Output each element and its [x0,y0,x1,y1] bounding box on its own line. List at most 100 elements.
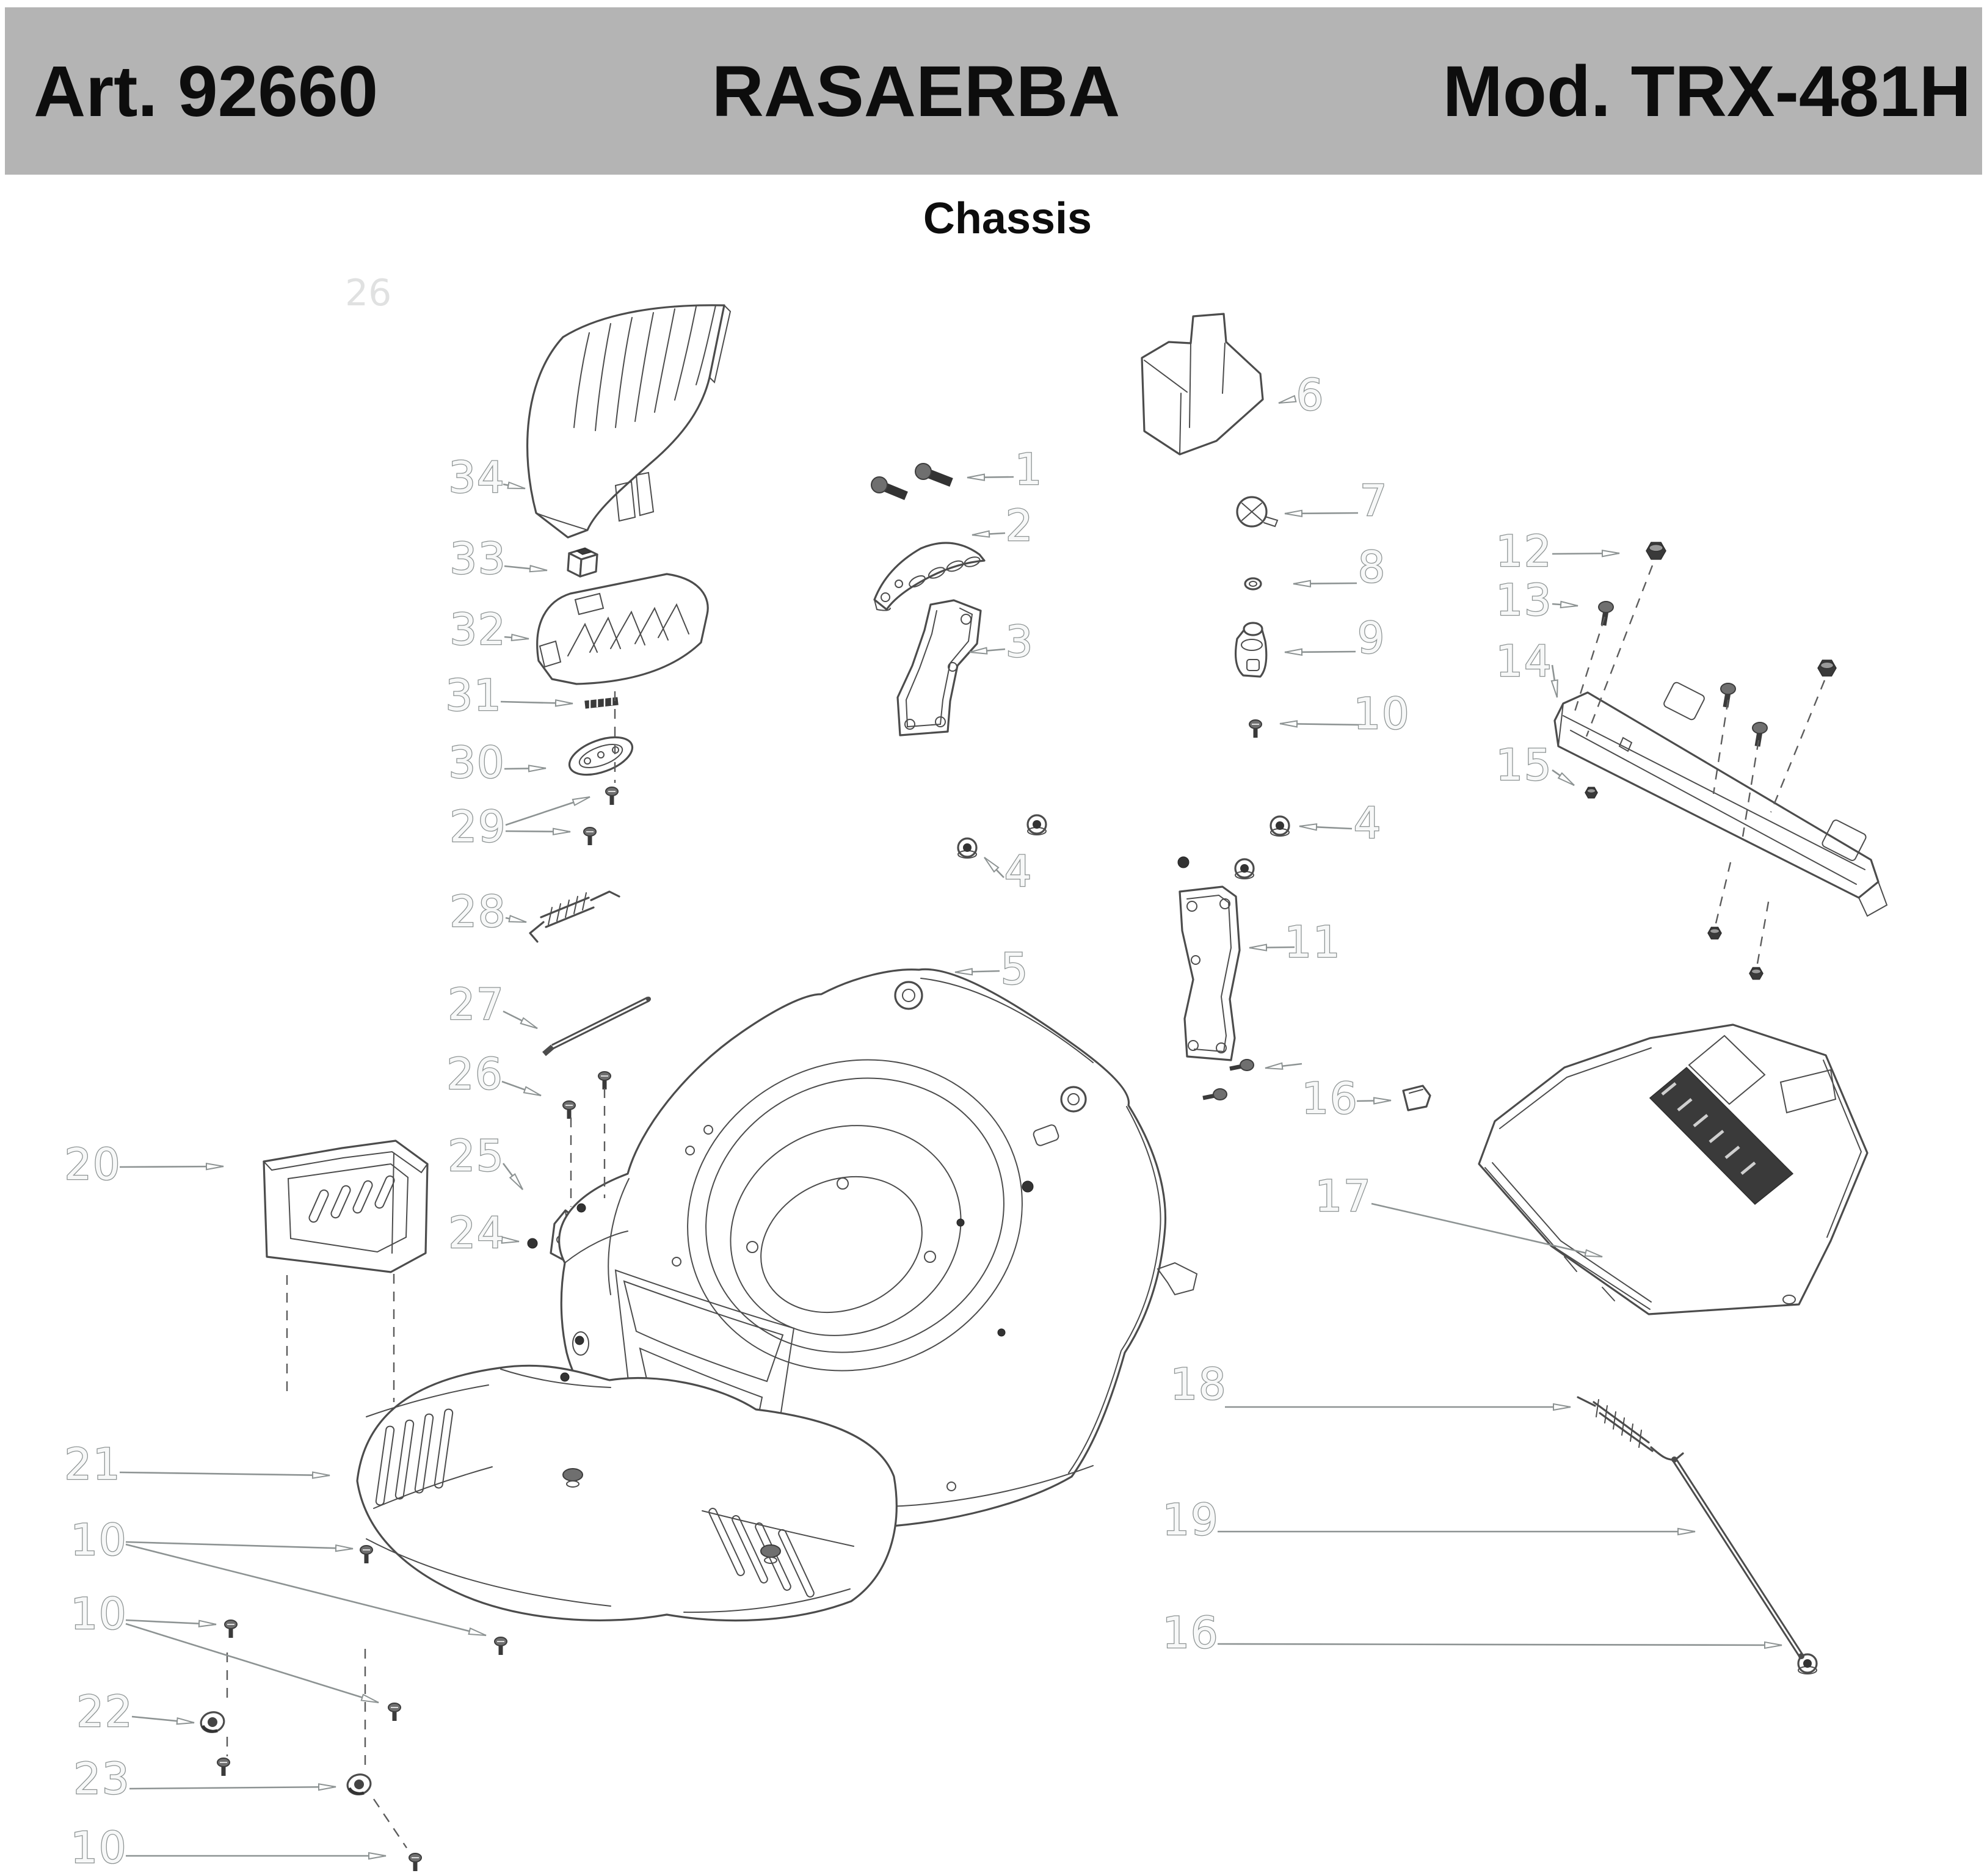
callout-number: 16 [1301,1074,1358,1124]
flange-nut [1270,815,1290,837]
callout-19: 19 [1161,1494,1696,1546]
hex-nut [1707,926,1722,940]
callout-10: 10 [70,1822,387,1874]
part-8-washer [1244,577,1262,591]
callout-10: 10 [70,1588,379,1704]
callout-number: 26 [446,1049,503,1099]
callout-number: 30 [448,738,505,788]
part-28-torsion-spring [529,890,620,943]
callout-number: 16 [1162,1608,1219,1658]
part-19-rod [1671,1456,1804,1659]
callout-number: 10 [70,1589,127,1639]
screw [562,1100,576,1119]
hex-nut [1646,542,1666,560]
header-background [5,7,1982,175]
ghost-label: 26 [345,272,391,314]
callout-17: 17 [1314,1171,1603,1258]
callout-number: 24 [448,1208,505,1258]
model-number: Mod. TRX-481H [1443,51,1971,132]
callout-number: 28 [449,887,506,937]
part-7-wing-knob [1236,496,1279,528]
callout-12: 12 [1495,526,1620,577]
callout-number: 4 [1004,846,1033,896]
part-9-primer-valve [1234,622,1268,678]
drawing-layer [263,304,1888,1659]
hex-nut [1749,967,1764,980]
callout-number: 22 [76,1687,133,1737]
callout-33: 33 [449,533,548,584]
callout-number: 11 [1284,917,1341,967]
flange-nut [1234,858,1255,879]
part-34-upper-deflector [526,304,732,539]
flange-nut [1026,814,1047,835]
part-33-switch [567,547,598,578]
screw [1249,719,1262,738]
part-6-discharge-deflector [1141,313,1264,456]
callout-number: 3 [1006,617,1034,667]
push-nut [1022,1180,1034,1193]
callout-number: 5 [1001,944,1030,994]
projection-dash [373,1798,407,1849]
callout-31: 31 [445,670,573,721]
flange-nut [1797,1653,1818,1674]
push-nut [1177,856,1190,868]
push-nut [997,1328,1006,1337]
callout-29: 29 [449,796,590,853]
part-32-ribbed-cover [536,573,709,685]
screw [494,1637,507,1655]
callout-number: 20 [64,1140,121,1190]
callout-number: 1 [1015,445,1044,495]
callout-number: 4 [1354,798,1382,848]
callout-number: 23 [73,1754,130,1804]
callout-unlabeled [1265,1062,1302,1070]
callout-4: 4 [1299,798,1382,849]
projection-lines-layer [226,565,1826,1849]
callout-23: 23 [73,1753,336,1805]
callout-number: 33 [449,534,506,584]
callout-32: 32 [449,604,529,655]
part-18-spring [1577,1396,1684,1461]
bolt [1752,722,1768,747]
part-3-side-bracket-left [896,599,982,736]
callout-number: 31 [445,671,502,721]
push-nut [575,1336,584,1345]
projection-dash [1770,680,1826,813]
callout-number: 2 [1006,501,1034,551]
callout-6: 6 [1278,369,1324,421]
projection-dash [1585,565,1654,737]
screw [598,1071,611,1089]
callout-number: 18 [1170,1359,1227,1409]
callout-layer: 3433323130292827262524123456789104111213… [64,369,1782,1874]
screw [224,1620,238,1638]
projection-dash [1715,862,1732,924]
callout-27: 27 [447,979,538,1030]
part-27-rod [542,996,651,1056]
part-17-rear-cover [1478,1023,1869,1315]
screw-side [1202,1088,1227,1100]
callout-number: 12 [1495,526,1552,576]
callout-3: 3 [969,616,1034,667]
callout-9: 9 [1284,613,1386,664]
callout-20: 20 [64,1139,224,1190]
callout-28: 28 [449,886,527,937]
part-16-clip [1402,1085,1431,1111]
callout-number: 10 [1353,689,1410,739]
part-1-screws [871,463,953,500]
part-2-quadrant-bracket [873,542,986,611]
page-title: Chassis [923,194,1092,243]
part-14-rear-bar [1553,682,1888,917]
callout-4: 4 [984,846,1033,897]
part-20-front-grille [263,1140,429,1273]
part-31-screw [584,697,619,709]
part-17-warning-label [1649,1066,1794,1205]
callout-5: 5 [954,943,1030,995]
hardware-layer [200,542,1837,1871]
screw [360,1545,373,1563]
part-11-side-bracket-right [1179,885,1241,1061]
callout-number: 9 [1357,613,1386,663]
callout-number: 10 [70,1823,127,1873]
screw [583,827,597,845]
callout-14: 14 [1495,636,1558,698]
callout-number: 21 [64,1439,121,1489]
